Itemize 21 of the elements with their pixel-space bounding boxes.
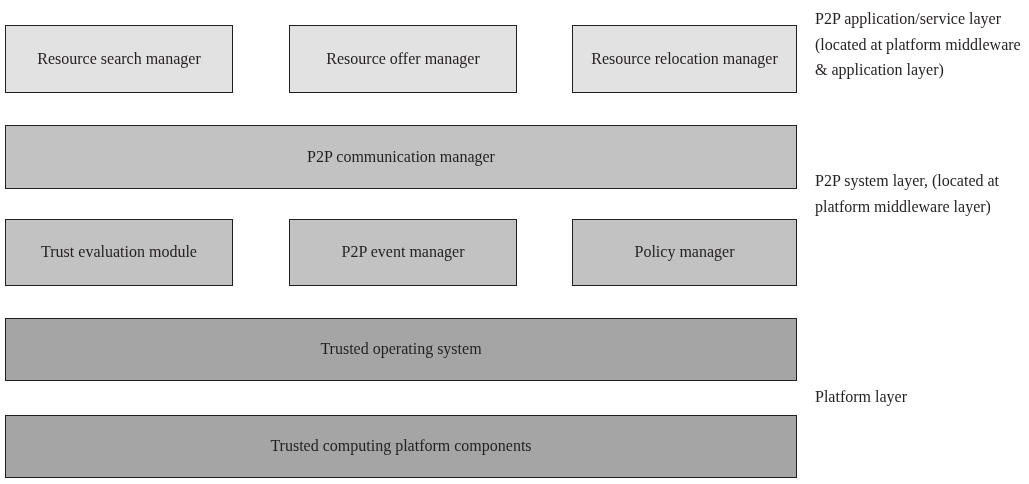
box-label: P2P event manager — [341, 242, 465, 263]
box-label: Resource search manager — [37, 48, 201, 70]
box-label: Resource relocation manager — [591, 48, 778, 70]
box-label: Policy manager — [634, 242, 735, 263]
layer-box — [289, 25, 517, 93]
layer-box — [289, 219, 517, 286]
layer-label: P2P system layer, (located at platform middleware layer) — [815, 171, 1001, 218]
layer-box — [5, 25, 233, 93]
layer-box — [5, 318, 797, 381]
layer-box — [5, 415, 797, 478]
layer-box — [572, 25, 797, 93]
layer-box — [572, 219, 797, 286]
box-label: Trusted operating system — [320, 339, 482, 360]
layer-label: Platform layer — [815, 387, 908, 408]
box-label: Resource offer manager — [326, 48, 480, 70]
box-label: Trust evaluation module — [41, 242, 197, 263]
layer-box — [5, 219, 233, 286]
layer-box — [5, 125, 797, 189]
box-label: P2P communication manager — [307, 146, 495, 168]
layer-label: P2P application/service layer (located at platform middleware & application layer) — [815, 9, 1022, 81]
box-label: Trusted computing platform components — [270, 436, 532, 457]
